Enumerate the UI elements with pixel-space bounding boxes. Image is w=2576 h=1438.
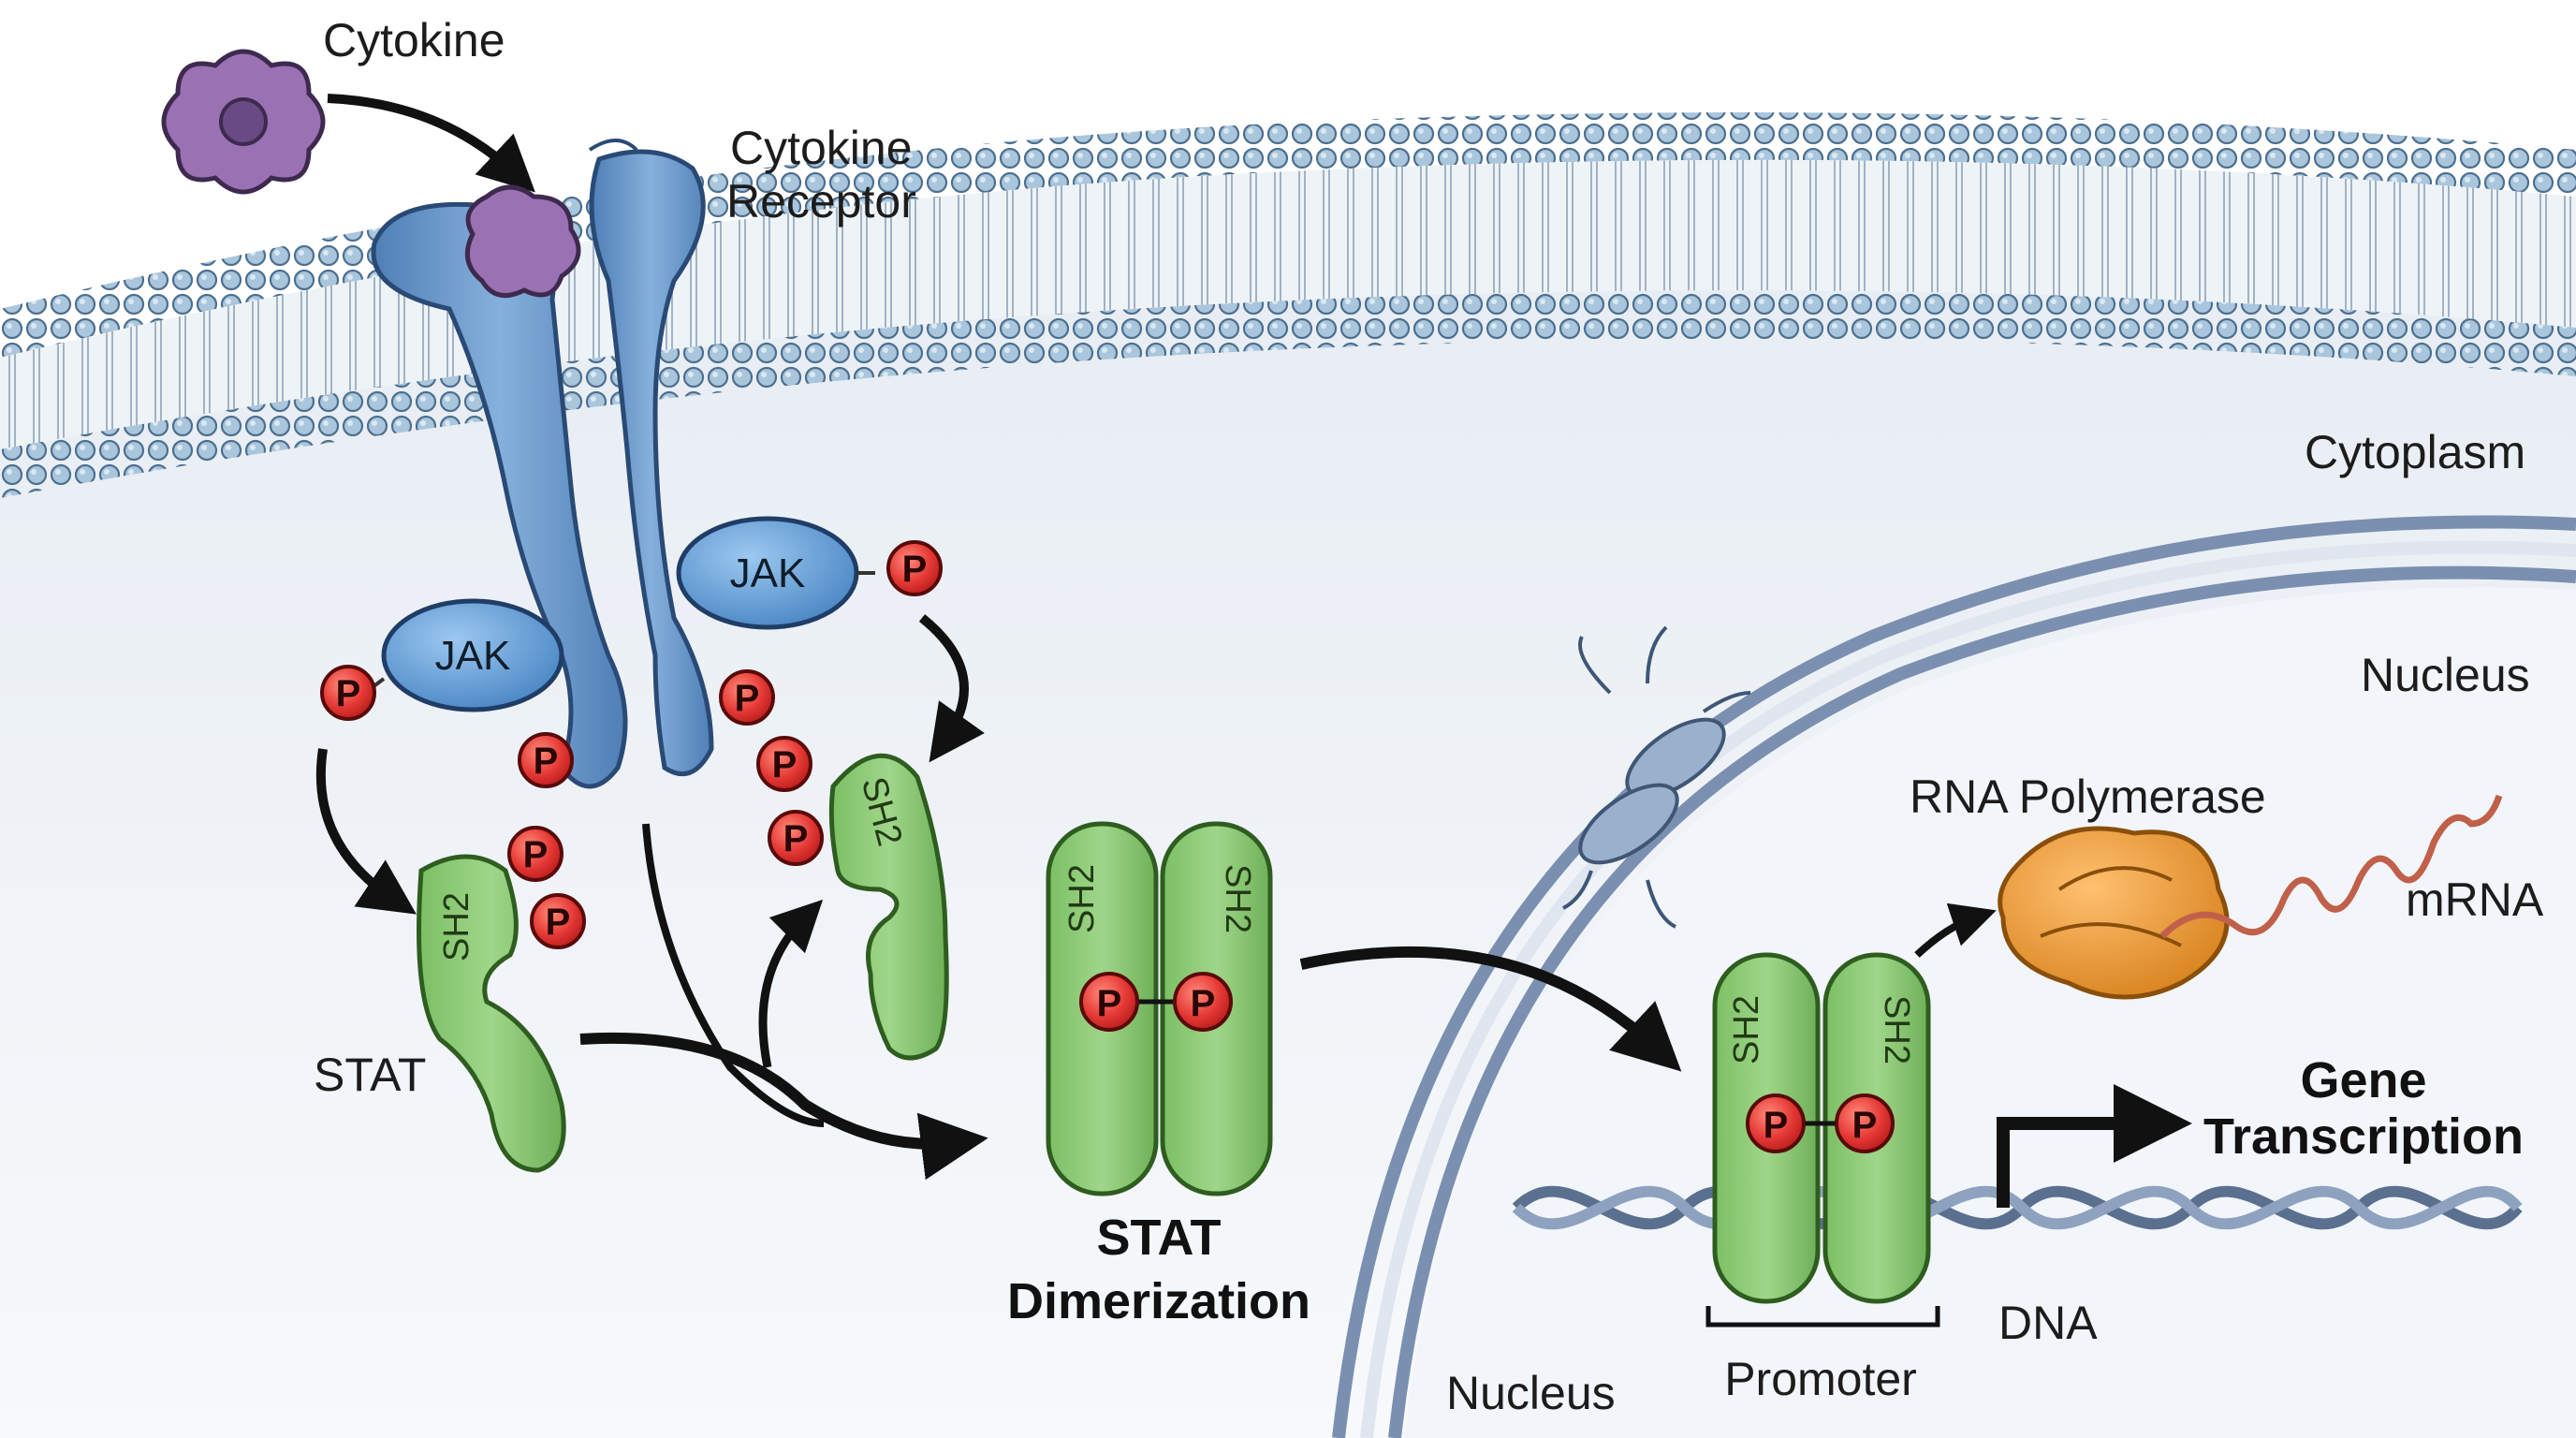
jak-right-label: JAK: [730, 550, 806, 596]
nucleus-lower-label: Nucleus: [1446, 1367, 1616, 1419]
stat-monomer-right: SH2: [828, 753, 949, 1061]
phosphate-receptor-right-1: P: [719, 669, 775, 726]
phosphate-receptor-left: P: [518, 732, 574, 788]
stat-dimer-nucleus: SH2 SH2 P P: [1712, 952, 1931, 1304]
bound-cytokine: [464, 184, 581, 299]
sh2-label-dimer-right: SH2: [1218, 864, 1257, 933]
gene-transcription-line1: Gene: [2300, 1052, 2426, 1108]
promoter-label: Promoter: [1724, 1353, 1917, 1405]
stat-dimer-cytoplasm: SH2 SH2 P P: [1046, 821, 1273, 1196]
stat-monomer-left: SH2: [417, 854, 566, 1173]
receptor-label-line1: Cytokine: [730, 122, 913, 174]
arrow-jak-left-to-stat: [315, 748, 417, 915]
phosphate-label: P: [1097, 983, 1122, 1024]
phosphate-label: P: [1852, 1105, 1878, 1146]
cytoplasm-label: Cytoplasm: [2305, 426, 2525, 478]
phosphate-label: P: [772, 744, 798, 785]
phosphate-label: P: [1191, 983, 1216, 1024]
promoter-bracket: [1705, 1306, 1940, 1328]
phosphate-label: P: [735, 678, 760, 719]
arrow-stat-to-dimer: [579, 1032, 988, 1181]
arrow-receptor-swoosh: [642, 823, 825, 1127]
stat-label: STAT: [314, 1049, 426, 1101]
sh2-label-nuclear-left: SH2: [1727, 995, 1766, 1064]
phosphate-receptor-right-2: P: [756, 736, 812, 792]
phosphate-label: P: [336, 673, 361, 714]
phosphate-receptor-right-3: P: [768, 810, 824, 866]
mrna-label: mRNA: [2406, 873, 2544, 926]
rna-polymerase: [1998, 826, 2230, 1000]
sh2-label-nuclear-right: SH2: [1877, 995, 1916, 1064]
stat-dimerization-line1: STAT: [1097, 1210, 1222, 1266]
arrow-to-polymerase: [1914, 902, 1997, 958]
phosphate-jak-right: P: [886, 540, 943, 596]
phosphate-label: P: [534, 741, 559, 782]
cytokine-binding-arrow: [327, 94, 535, 193]
phosphate-stat-left-1: P: [507, 826, 564, 882]
phosphate-jak-left: P: [320, 665, 376, 721]
rna-polymerase-label: RNA Polymerase: [1910, 770, 2266, 823]
cytokine-label: Cytokine: [323, 14, 505, 66]
arrow-dimer-to-nucleus: [1299, 946, 1682, 1072]
gene-transcription-line2: Transcription: [2203, 1108, 2524, 1165]
jak-left: JAK: [381, 598, 564, 712]
phosphate-label: P: [902, 549, 928, 590]
phosphate-label: P: [546, 902, 571, 943]
dna-label: DNA: [1998, 1297, 2098, 1349]
cytokine-molecule: [161, 49, 326, 195]
nuclear-pore: [1562, 625, 1751, 929]
phosphate-label: P: [783, 818, 809, 859]
nucleus-upper-label: Nucleus: [2361, 649, 2530, 701]
receptor-label-line2: Receptor: [726, 175, 916, 227]
transcription-start-arrow: [1997, 1084, 2192, 1208]
mrna-strand: [2159, 794, 2503, 939]
phosphate-label: P: [1764, 1105, 1789, 1146]
arrow-jak-right-to-stat: [918, 614, 985, 763]
jak-left-label: JAK: [435, 633, 511, 679]
jak-right: JAK: [676, 516, 859, 630]
phosphate-label: P: [523, 834, 549, 875]
sh2-label-stat-left: SH2: [437, 892, 476, 961]
phosphate-stat-left-2: P: [530, 893, 586, 949]
dna-helix: [1512, 1185, 2523, 1230]
arrow-up-to-stat-right: [758, 899, 824, 1068]
stat-dimerization-line2: Dimerization: [1007, 1273, 1310, 1329]
sh2-label-dimer-left: SH2: [1062, 864, 1102, 933]
nuclear-envelope: [1332, 515, 2576, 1438]
